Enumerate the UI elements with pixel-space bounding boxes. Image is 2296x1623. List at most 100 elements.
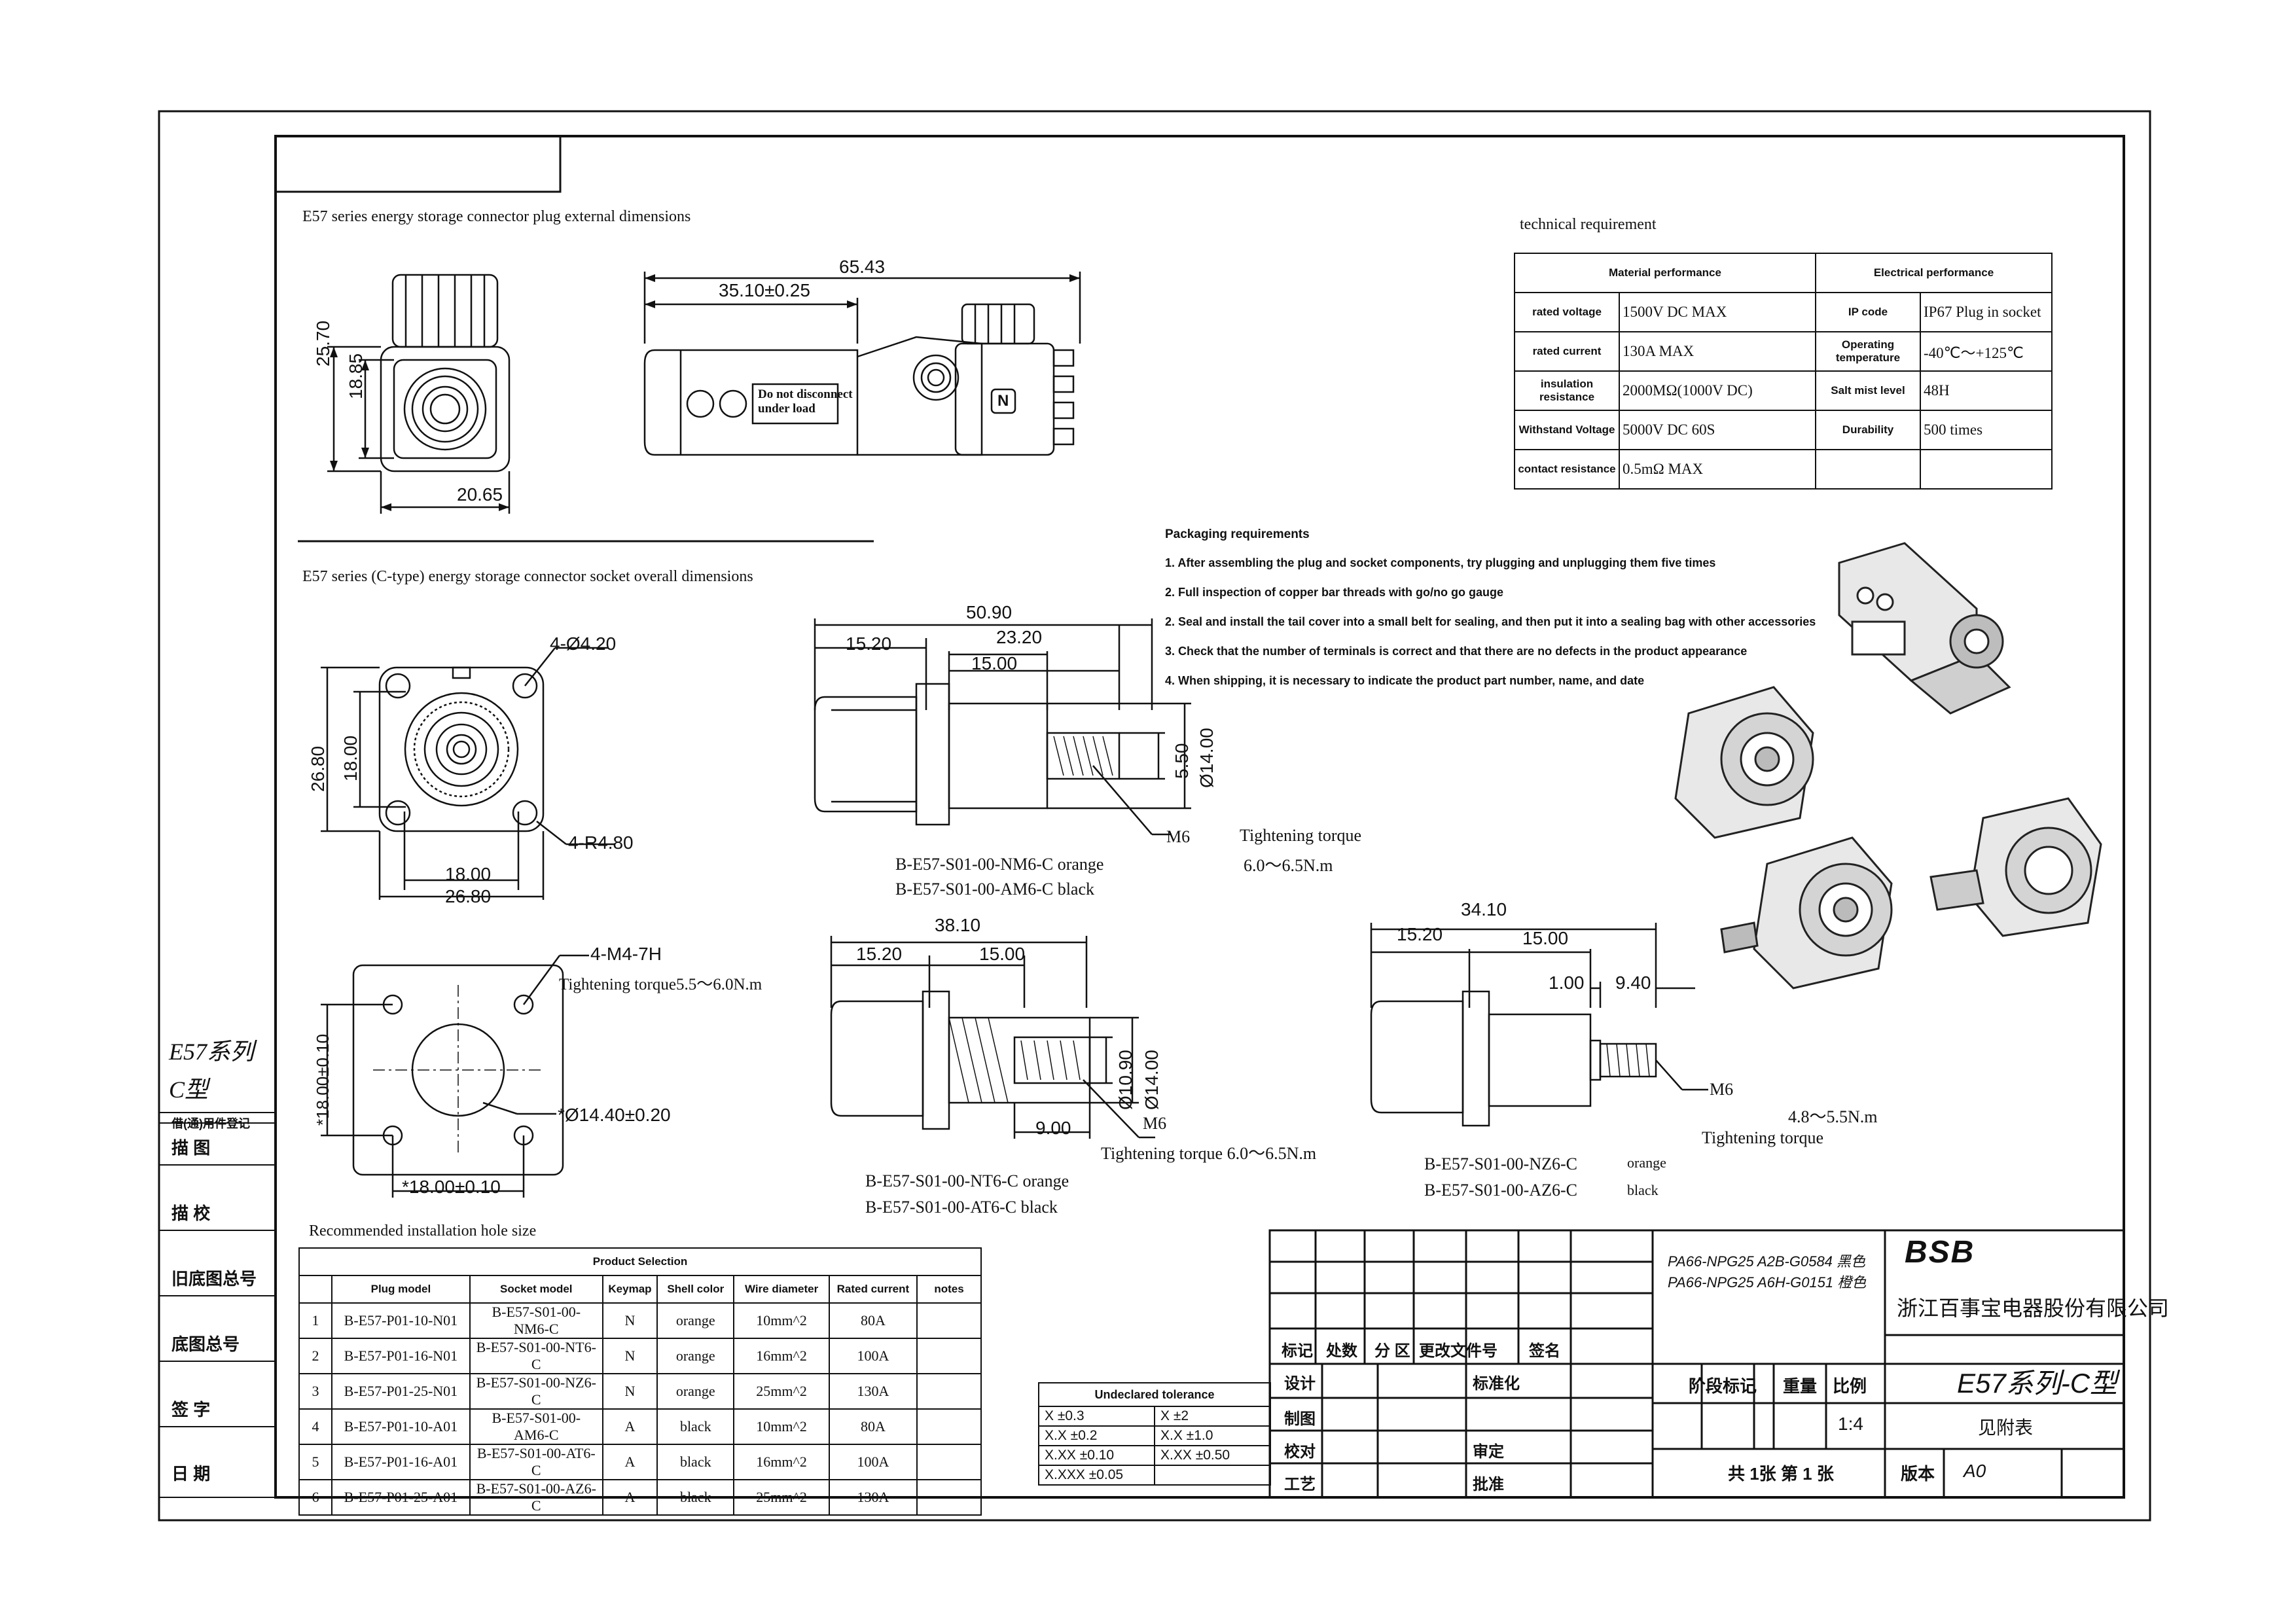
side3-dim-1-00: 1.00 xyxy=(1549,972,1585,993)
product-table-header: Socket model xyxy=(469,1275,603,1304)
table-cell xyxy=(916,1302,982,1339)
plug-side-view xyxy=(643,272,1081,456)
role-label: 校对 xyxy=(1284,1443,1316,1461)
table-cell: black xyxy=(656,1444,735,1480)
table-cell: 10mm^2 xyxy=(733,1302,830,1339)
table-cell: 100A xyxy=(828,1444,918,1480)
table-cell: 16mm^2 xyxy=(733,1444,830,1480)
product-table-caption: Product Selection xyxy=(298,1247,982,1276)
side3-color-black: black xyxy=(1627,1182,1659,1198)
table-cell: B-E57-S01-00-AT6-C xyxy=(469,1444,603,1480)
side2-dim-9-00: 9.00 xyxy=(1035,1118,1071,1138)
see-attached-table: 见附表 xyxy=(1978,1418,2034,1438)
role-label-right: 批准 xyxy=(1473,1476,1504,1493)
table-cell: 10mm^2 xyxy=(733,1408,830,1445)
tech-head-electrical: Electrical performance xyxy=(1815,253,2053,293)
table-cell: 130A xyxy=(828,1479,918,1516)
side1-model-black: B-E57-S01-00-AM6-C black xyxy=(895,880,1095,899)
sign-header: 更改文件号 xyxy=(1419,1342,1498,1360)
table-cell: 80A xyxy=(828,1408,918,1445)
tech-label-material: Withstand Voltage xyxy=(1514,410,1620,450)
tolerance-row: X.XXX ±0.05 xyxy=(1038,1465,1271,1486)
tolerance-cell: X.XX ±0.50 xyxy=(1154,1445,1271,1466)
table-cell: 2 xyxy=(298,1338,333,1374)
brand-logo: BSB xyxy=(1905,1235,1975,1270)
side2-dim-15-00: 15.00 xyxy=(979,944,1026,964)
dim-20-65: 20.65 xyxy=(457,484,503,505)
hole-torque-label: Tightening torque5.5～6.0N.m xyxy=(559,976,762,993)
table-cell: A xyxy=(601,1408,658,1445)
hole-section-title: Recommended installation hole size xyxy=(309,1222,537,1240)
plug-section-title: E57 series energy storage connector plug… xyxy=(302,208,691,225)
product-table-header: Plug model xyxy=(331,1275,471,1304)
side2-dim-38-10: 38.10 xyxy=(935,915,981,935)
table-cell: B-E57-P01-25-A01 xyxy=(331,1479,471,1516)
socket-side-view-nz6 xyxy=(1370,923,1708,1127)
product-table-header: Keymap xyxy=(601,1275,658,1304)
company-name: 浙江百事宝电器股份有限公司 xyxy=(1897,1296,2170,1320)
table-cell: B-E57-P01-16-A01 xyxy=(331,1444,471,1480)
table-cell: N xyxy=(601,1373,658,1410)
table-cell: 6 xyxy=(298,1479,333,1516)
product-table-header: Rated current xyxy=(828,1275,918,1304)
side3-dim-9-40: 9.40 xyxy=(1615,972,1651,993)
packaging-item: 1. After assembling the plug and socket … xyxy=(1165,556,1716,569)
sheet-count: 共 1张 第 1 张 xyxy=(1728,1464,1834,1484)
table-cell: B-E57-P01-25-N01 xyxy=(331,1373,471,1410)
stage-label: 阶段标记 xyxy=(1689,1376,1757,1396)
version-label: 版本 xyxy=(1901,1464,1935,1484)
product-table-header: Wire diameter xyxy=(733,1275,830,1304)
tech-label-electrical: IP code xyxy=(1815,292,1921,332)
hole-pattern-view xyxy=(321,954,589,1198)
table-cell: A xyxy=(601,1479,658,1516)
tech-value-electrical: IP67 Plug in socket xyxy=(1920,292,2053,332)
material-line-orange: PA66-NPG25 A6H-G0151 橙色 xyxy=(1668,1274,1867,1291)
side2-model-orange: B-E57-S01-00-NT6-C orange xyxy=(865,1171,1069,1190)
tech-value-material: 1500V DC MAX xyxy=(1619,292,1816,332)
side1-torque-value: 6.0～6.5N.m xyxy=(1244,856,1333,875)
table-cell xyxy=(916,1408,982,1445)
table-cell: 25mm^2 xyxy=(733,1373,830,1410)
dim-hole-18-horizontal: *18.00±0.10 xyxy=(402,1177,501,1197)
tech-value-electrical: 48H xyxy=(1920,370,2053,411)
dim-hole-14-40: *Ø14.40±0.20 xyxy=(558,1105,671,1125)
tech-label-material: insulation resistance xyxy=(1514,370,1620,411)
role-label: 设计 xyxy=(1284,1375,1316,1393)
product-table-header: notes xyxy=(916,1275,982,1304)
dim-26-80-horizontal: 26.80 xyxy=(445,886,492,906)
table-cell: B-E57-S01-00-NT6-C xyxy=(469,1338,603,1374)
role-label-right: 审定 xyxy=(1473,1443,1504,1461)
table-cell: N xyxy=(601,1338,658,1374)
table-cell: 16mm^2 xyxy=(733,1338,830,1374)
table-cell: N xyxy=(601,1302,658,1339)
side2-torque-label: Tightening torque 6.0～6.5N.m xyxy=(1101,1144,1317,1163)
scale-value: 1:4 xyxy=(1838,1414,1863,1434)
left-strip-label: 签 字 xyxy=(171,1400,211,1419)
table-cell: B-E57-S01-00-AM6-C xyxy=(469,1408,603,1445)
dim-18-00-horizontal: 18.00 xyxy=(445,864,492,884)
table-cell xyxy=(916,1338,982,1374)
side3-model-orange: B-E57-S01-00-NZ6-C xyxy=(1424,1154,1577,1173)
side1-torque-label: Tightening torque xyxy=(1240,826,1362,845)
table-cell: 130A xyxy=(828,1373,918,1410)
table-cell: A xyxy=(601,1444,658,1480)
table-cell: 5 xyxy=(298,1444,333,1480)
side1-model-orange: B-E57-S01-00-NM6-C orange xyxy=(895,855,1104,874)
left-strip-label: 描 校 xyxy=(171,1204,211,1223)
table-cell: orange xyxy=(656,1302,735,1339)
socket-side-view-nt6 xyxy=(830,936,1155,1139)
table-cell xyxy=(916,1479,982,1516)
tolerance-cell: X.X ±0.2 xyxy=(1038,1425,1155,1446)
left-strip-label: 旧底图总号 xyxy=(171,1269,257,1289)
hole-thread-label: 4-M4-7H xyxy=(590,944,662,964)
side2-dim-15-20: 15.20 xyxy=(856,944,903,964)
